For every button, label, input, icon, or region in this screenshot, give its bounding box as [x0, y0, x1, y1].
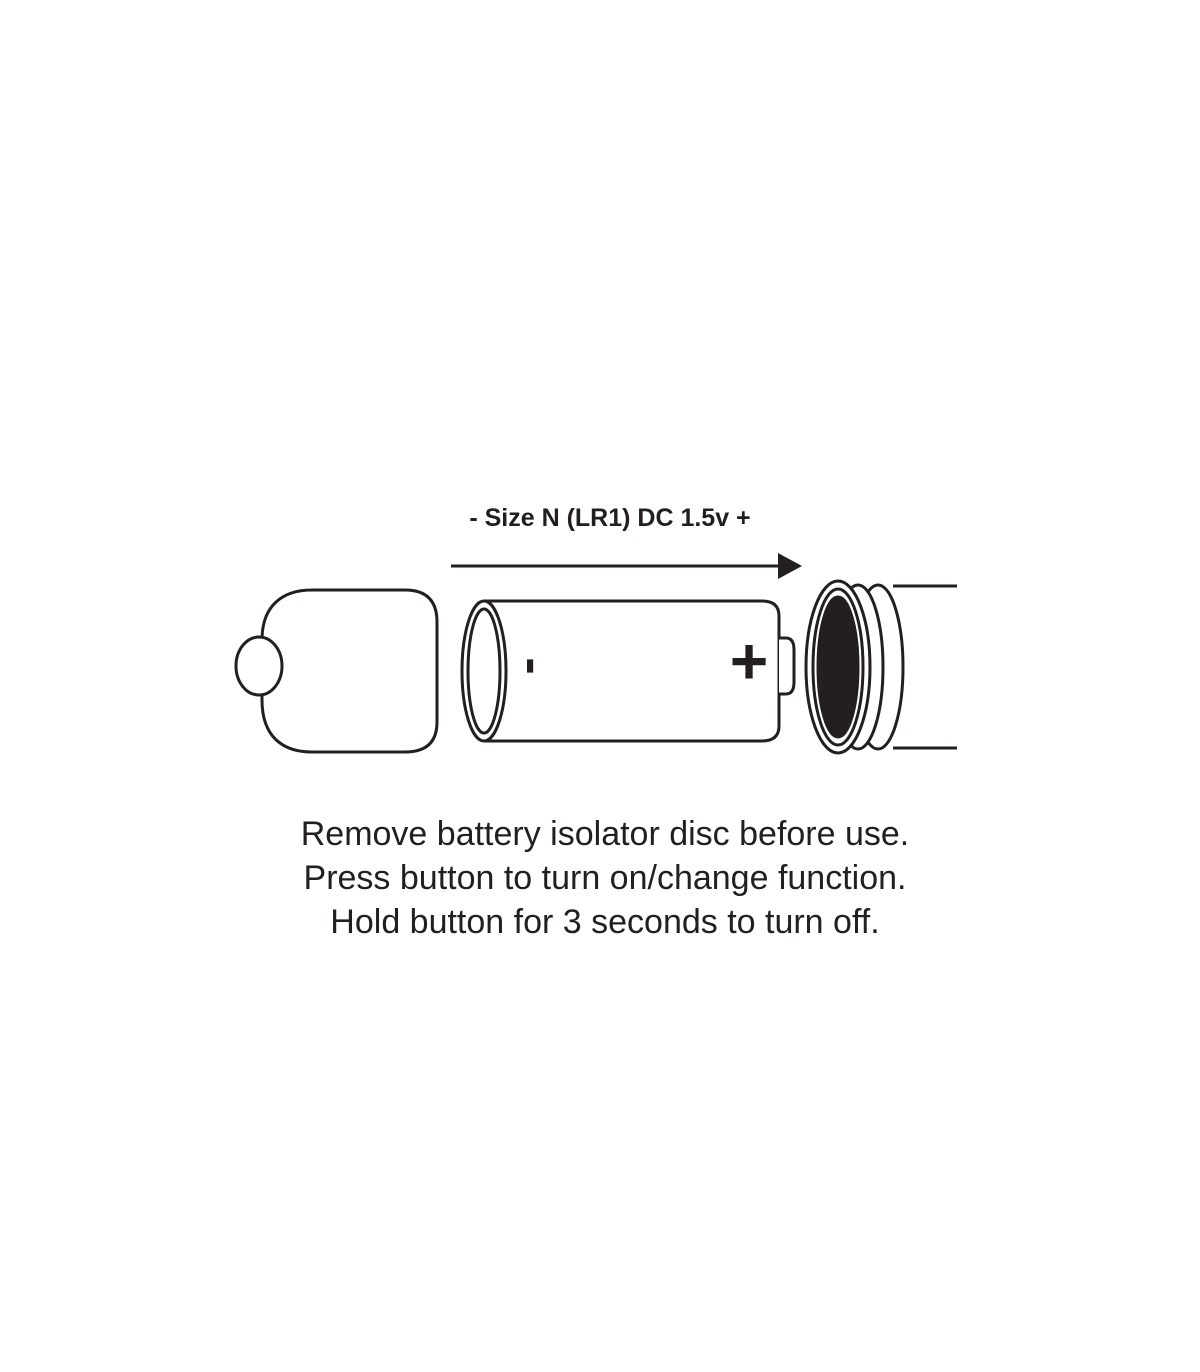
battery-compartment — [804, 579, 957, 755]
battery-positive-mark: + — [730, 623, 769, 697]
cap-button-nub — [234, 635, 284, 697]
insertion-arrow — [451, 553, 802, 579]
instructions-block: Remove battery isolator disc before use.… — [200, 812, 1010, 944]
instruction-line: Press button to turn on/change function. — [303, 859, 907, 897]
battery-size-label: - Size N (LR1) DC 1.5v + — [469, 504, 751, 532]
instruction-line: Remove battery isolator disc before use. — [300, 815, 910, 853]
compartment-opening — [816, 595, 860, 739]
battery-positive-terminal — [779, 636, 796, 696]
battery-cell — [460, 599, 796, 743]
battery-negative-mark: - — [504, 657, 562, 674]
battery-cap — [234, 588, 439, 754]
instruction-line: Hold button for 3 seconds to turn off. — [330, 903, 880, 941]
